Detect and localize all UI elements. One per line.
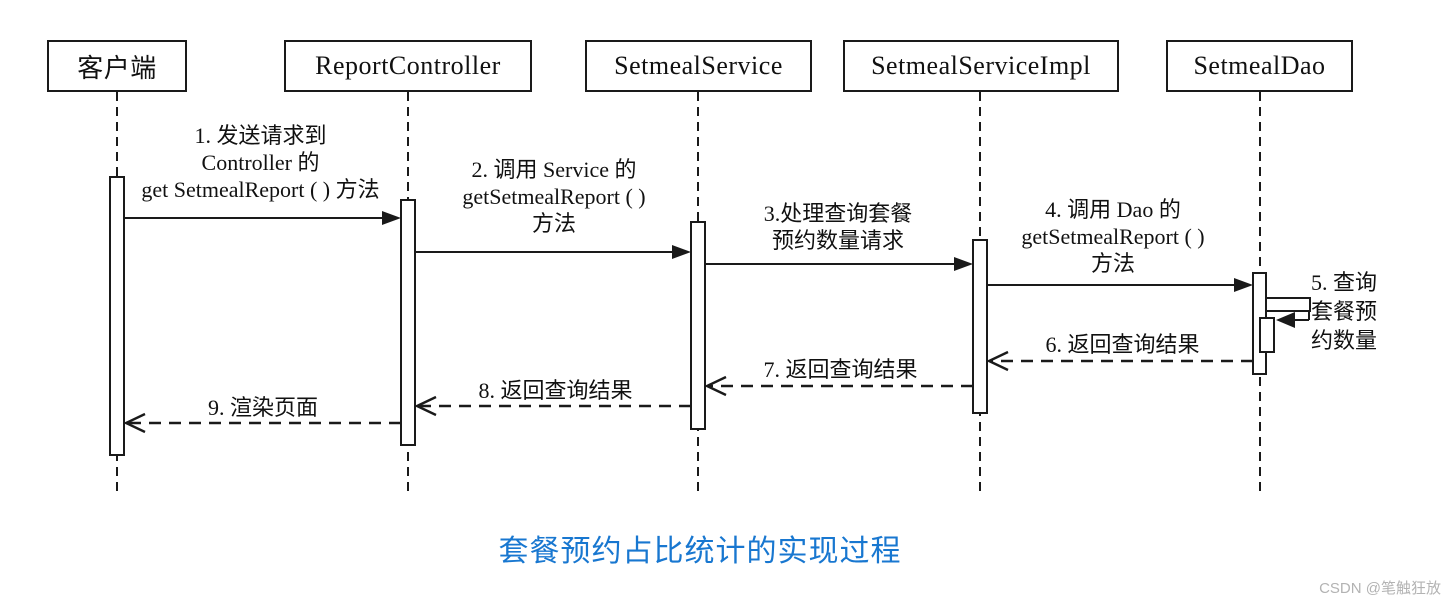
lifeline-label-client: 客户端	[77, 53, 157, 83]
watermark: CSDN @笔触狂放	[1319, 580, 1441, 597]
message-7-label: 7. 返回查询结果	[763, 357, 918, 382]
message-7-arrowhead	[704, 375, 727, 397]
lifeline-box-service: SetmealService	[585, 40, 812, 92]
message-9-label: 9. 渲染页面	[207, 395, 318, 420]
activation-dao-nested	[1259, 317, 1275, 353]
message-2-arrowhead	[672, 245, 691, 259]
activation-client	[109, 176, 125, 456]
message-1-label: 1. 发送请求到 Controller 的 get SetmealReport …	[141, 123, 380, 202]
lifeline-label-dao: SetmealDao	[1193, 51, 1326, 80]
message-4-arrowhead	[1234, 278, 1253, 292]
diagram-title: 套餐预约占比统计的实现过程	[498, 535, 902, 568]
activation-impl	[972, 239, 988, 414]
lifeline-box-controller: ReportController	[284, 40, 532, 92]
activation-service	[690, 221, 706, 430]
message-2-label: 2. 调用 Service 的 getSetmealReport ( ) 方法	[462, 157, 646, 236]
message-3-arrowhead	[954, 257, 973, 271]
lifeline-label-service: SetmealService	[614, 51, 783, 80]
message-1-arrowhead	[382, 211, 401, 225]
activation-controller	[400, 199, 416, 446]
lifeline-box-client: 客户端	[47, 40, 187, 92]
lifeline-box-dao: SetmealDao	[1166, 40, 1353, 92]
message-6-label: 6. 返回查询结果	[1045, 332, 1200, 357]
message-4-label: 4. 调用 Dao 的 getSetmealReport ( ) 方法	[1021, 197, 1205, 276]
message-8-label: 8. 返回查询结果	[478, 378, 633, 403]
message-9-arrowhead	[123, 412, 146, 434]
message-5-self-arrow	[1265, 297, 1311, 328]
message-3-label: 3.处理查询套餐 预约数量请求	[763, 201, 913, 253]
message-6-arrowhead	[986, 350, 1009, 372]
lifeline-label-impl: SetmealServiceImpl	[871, 51, 1091, 80]
message-5-label: 5. 查询 套餐预 约数量	[1311, 270, 1378, 353]
lifeline-box-impl: SetmealServiceImpl	[843, 40, 1119, 92]
message-8-arrowhead	[414, 395, 437, 417]
lifeline-label-controller: ReportController	[315, 51, 501, 80]
